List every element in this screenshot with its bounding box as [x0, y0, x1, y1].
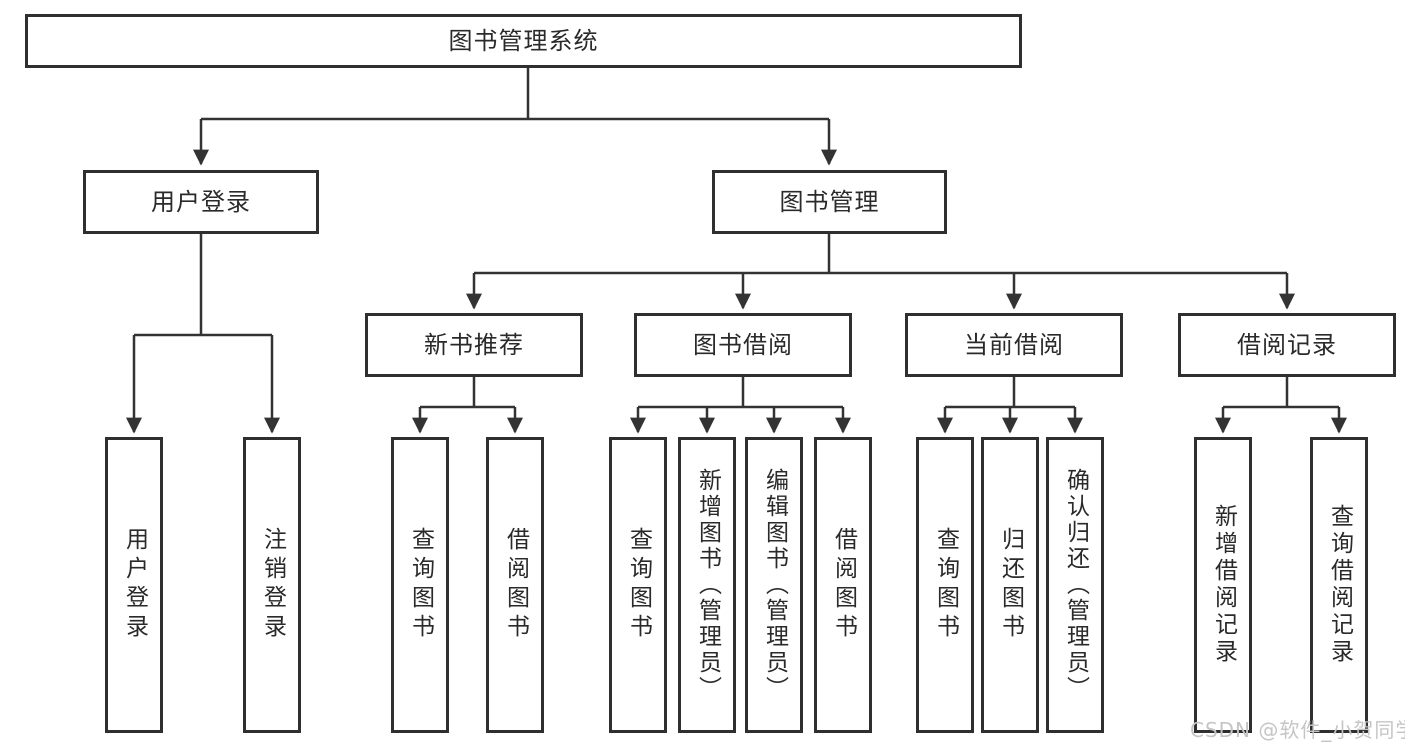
leaf-bb-query-books: 查询图书: [609, 437, 667, 733]
leaf-bb-borrow-books: 借阅图书: [814, 437, 872, 733]
leaf-br-add-record: 新增借阅记录: [1194, 437, 1252, 733]
leaf-bb-edit-books-admin: 编辑图书（管理员）: [745, 437, 803, 733]
node-new-book-recommend: 新书推荐: [365, 313, 583, 377]
leaf-cb-return-books: 归还图书: [981, 437, 1039, 733]
leaf-user-login: 用户登录: [105, 437, 163, 733]
node-borrowing-records: 借阅记录: [1178, 313, 1396, 377]
node-book-borrowing: 图书借阅: [634, 313, 852, 377]
leaf-cb-query-books: 查询图书: [916, 437, 974, 733]
node-library-management-system: 图书管理系统: [25, 14, 1022, 68]
node-current-borrowing: 当前借阅: [905, 313, 1123, 377]
leaf-logout: 注销登录: [243, 437, 301, 733]
csdn-watermark: CSDN @软件_小贺同学: [1190, 718, 1405, 742]
leaf-nb-borrow-books: 借阅图书: [486, 437, 544, 733]
leaf-bb-add-books-admin: 新增图书（管理员）: [678, 437, 736, 733]
leaf-br-query-record: 查询借阅记录: [1310, 437, 1368, 733]
node-user-login: 用户登录: [83, 170, 319, 234]
node-book-management: 图书管理: [712, 170, 947, 234]
leaf-nb-query-books: 查询图书: [391, 437, 449, 733]
leaf-cb-confirm-return-admin: 确认归还（管理员）: [1046, 437, 1104, 733]
